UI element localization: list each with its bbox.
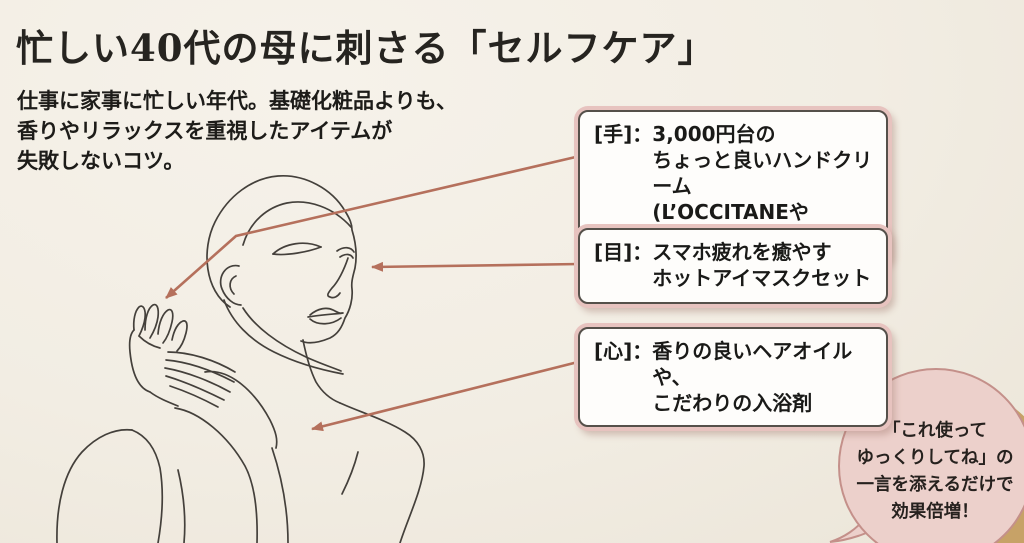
arrow-hand xyxy=(165,154,581,299)
callout-line: スマホ疲れを癒やす xyxy=(652,240,832,264)
subtitle-line: 失敗しないコツ。 xyxy=(17,149,185,173)
speech-bubble-text: 「これ使って ゆっくりしてね」の 一言を添えるだけで 効果倍増！ xyxy=(846,418,1024,526)
bubble-line: 効果倍増！ xyxy=(891,502,979,522)
bubble-line: 一言を添えるだけで xyxy=(856,475,1014,495)
callout-heart: [心]： 香りの良いヘアオイルや、 こだわりの入浴剤 xyxy=(578,327,888,427)
callout-heart-text: 香りの良いヘアオイルや、 こだわりの入浴剤 xyxy=(652,338,876,416)
callout-line: ホットアイマスクセット xyxy=(652,266,872,290)
bubble-line: ゆっくりしてね」の xyxy=(856,448,1014,468)
woman-line-art xyxy=(56,175,425,543)
callout-line: ちょっと良いハンドクリーム xyxy=(652,148,873,198)
callout-line: こだわりの入浴剤 xyxy=(652,391,813,415)
bubble-line: 「これ使って xyxy=(882,421,988,441)
subtitle-line: 香りやリラックスを重視したアイテムが xyxy=(17,119,393,143)
callout-eye-label: [目]： xyxy=(594,240,653,264)
page-title: 忙しい40代の母に刺さる「セルフケア」 xyxy=(16,26,716,70)
callout-eye-text: スマホ疲れを癒やす ホットアイマスクセット xyxy=(652,239,876,293)
callout-hand-label: [手]： xyxy=(594,122,653,146)
arrow-heart xyxy=(311,360,579,432)
callout-eye: [目]： スマホ疲れを癒やす ホットアイマスクセット xyxy=(578,228,888,304)
subtitle-line: 仕事に家事に忙しい年代。基礎化粧品よりも、 xyxy=(17,89,457,113)
arrow-eye xyxy=(371,261,581,272)
page-subtitle: 仕事に家事に忙しい年代。基礎化粧品よりも、 香りやリラックスを重視したアイテムが… xyxy=(17,86,487,176)
callout-heart-label: [心]： xyxy=(594,339,653,363)
callout-line: 香りの良いヘアオイルや、 xyxy=(652,339,853,389)
callout-line: 3,000円台の xyxy=(652,122,776,146)
